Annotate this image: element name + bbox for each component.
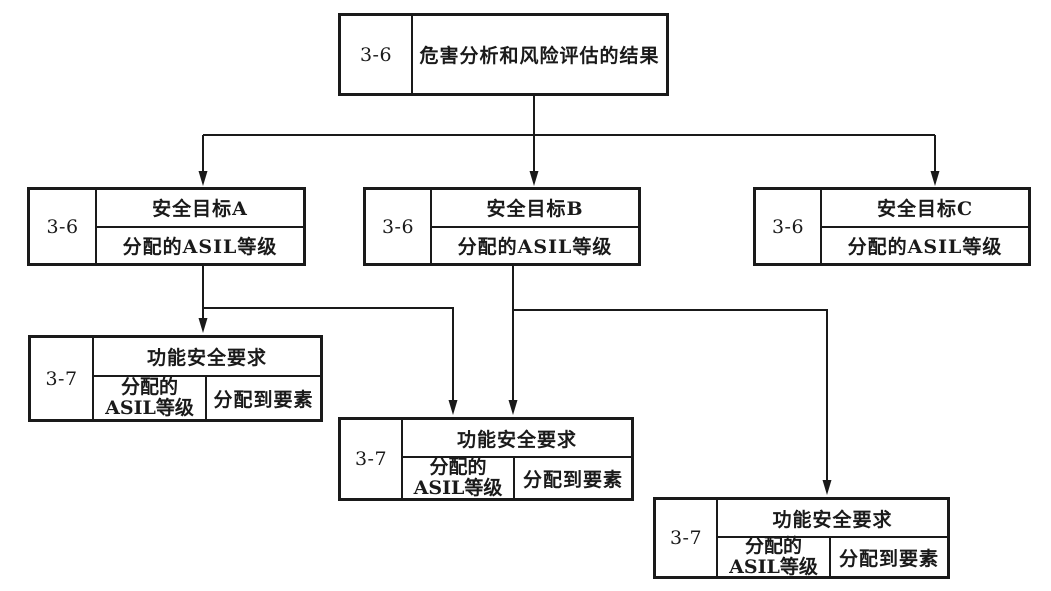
arrow-down-icon [930, 171, 940, 186]
allocated-element-cell: 分配到要素 [522, 468, 623, 491]
asil-level-label: 分配的ASIL等级 [432, 225, 638, 264]
asil-level-label: 分配的ASIL等级 [97, 225, 303, 264]
arrowheads [198, 171, 940, 495]
arrow-down-icon [529, 171, 539, 186]
node-safety-goal-a: 3-6 安全目标A 分配的ASIL等级 [27, 187, 306, 266]
asil-level-cell: 分配的ASIL等级 [94, 376, 207, 419]
node-title: 安全目标A [152, 198, 248, 221]
clause-ref: 3-6 [756, 190, 822, 263]
node-functional-safety-requirement-1: 3-7 功能安全要求 分配的ASIL等级 分配到要素 [28, 335, 323, 422]
node-hazard-analysis-result: 3-6 危害分析和风险评估的结果 [338, 13, 669, 96]
edge-goal-a-branch-to-req2 [203, 307, 454, 402]
node-title: 危害分析和风险评估的结果 [419, 45, 660, 67]
clause-ref: 3-6 [341, 16, 413, 93]
node-functional-safety-requirement-2: 3-7 功能安全要求 分配的ASIL等级 分配到要素 [338, 417, 634, 501]
node-title: 安全目标C [876, 198, 974, 221]
asil-level-label: 分配的ASIL等级 [822, 225, 1028, 264]
arrow-down-icon [198, 171, 208, 186]
allocated-element-cell: 分配到要素 [838, 547, 939, 570]
edges [202, 95, 936, 482]
clause-ref: 3-6 [30, 190, 97, 263]
allocated-element-cell: 分配到要素 [213, 388, 314, 411]
asil-level-cell: 分配的ASIL等级 [403, 456, 515, 499]
node-title: 功能安全要求 [772, 508, 893, 531]
node-functional-safety-requirement-3: 3-7 功能安全要求 分配的ASIL等级 分配到要素 [653, 497, 950, 579]
arrow-down-icon [508, 400, 518, 415]
edge-goal-b-branch-to-req3 [513, 309, 828, 482]
node-title: 安全目标B [486, 198, 584, 221]
node-safety-goal-b: 3-6 安全目标B 分配的ASIL等级 [363, 187, 641, 266]
clause-ref: 3-7 [656, 500, 718, 576]
clause-ref: 3-6 [366, 190, 432, 263]
asil-level-cell: 分配的ASIL等级 [718, 535, 831, 578]
node-title: 功能安全要求 [146, 347, 267, 369]
clause-ref: 3-7 [341, 420, 403, 498]
clause-ref: 3-7 [31, 338, 94, 419]
node-safety-goal-c: 3-6 安全目标C 分配的ASIL等级 [753, 187, 1031, 266]
node-title: 功能安全要求 [456, 428, 577, 451]
arrow-down-icon [822, 480, 832, 495]
arrow-down-icon [448, 400, 458, 415]
arrow-down-icon [198, 318, 208, 333]
